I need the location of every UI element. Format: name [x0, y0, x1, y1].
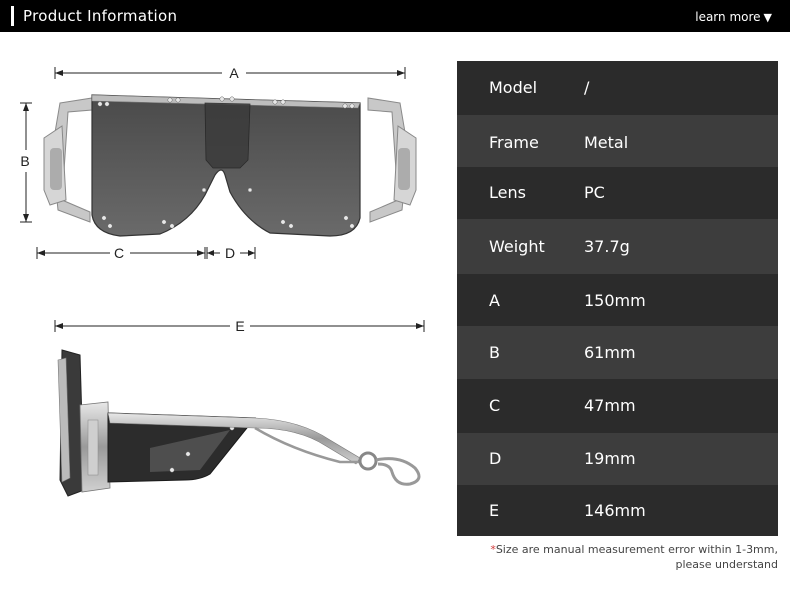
measurement-note: *Size are manual measurement error withi…: [470, 542, 778, 572]
sunglasses-side-view: [57, 349, 421, 497]
dimension-a: A: [54, 65, 406, 81]
spec-row-b: B 61mm: [457, 326, 778, 379]
spec-row-frame: Frame Metal: [457, 115, 778, 167]
dimension-b-label: B: [20, 153, 29, 169]
spec-label: E: [489, 501, 500, 520]
spec-value: PC: [584, 183, 605, 202]
spec-label: B: [489, 343, 500, 362]
spec-table: Model / Frame Metal Lens PC Weight 37.7g…: [457, 61, 778, 536]
spec-row-lens: Lens PC: [457, 167, 778, 219]
note-line-1: *Size are manual measurement error withi…: [470, 542, 778, 557]
dimension-a-label: A: [229, 65, 239, 81]
dimension-d-label: D: [225, 245, 235, 261]
spec-label: A: [489, 291, 500, 310]
spec-row-model: Model /: [457, 61, 778, 115]
spec-value: 47mm: [584, 396, 636, 415]
spec-row-a: A 150mm: [457, 274, 778, 326]
dimension-d: D: [206, 245, 256, 261]
triangle-down-icon: ▼: [763, 11, 772, 24]
note-text-1: Size are manual measurement error within…: [495, 543, 778, 556]
spec-value: 61mm: [584, 343, 636, 362]
spec-value: 19mm: [584, 449, 636, 468]
spec-row-e: E 146mm: [457, 485, 778, 536]
spec-value: 37.7g: [584, 237, 630, 256]
dimension-c: C: [36, 245, 206, 261]
spec-label: Lens: [489, 183, 526, 202]
learn-more-link[interactable]: learn more▼: [695, 9, 772, 26]
spec-label: C: [489, 396, 501, 415]
spec-row-c: C 47mm: [457, 379, 778, 433]
header-bar: Product Information learn more▼: [0, 0, 790, 32]
page-title: Product Information: [23, 7, 178, 25]
spec-value: 150mm: [584, 291, 646, 310]
spec-label: Weight: [489, 237, 545, 256]
learn-more-label: learn more: [695, 10, 761, 24]
spec-row-d: D 19mm: [457, 433, 778, 485]
note-line-2: please understand: [675, 558, 779, 571]
dimension-e-label: E: [235, 318, 244, 334]
dimension-c-label: C: [114, 245, 124, 261]
spec-row-weight: Weight 37.7g: [457, 219, 778, 274]
dimension-b: B: [20, 102, 32, 223]
sunglasses-front-view: [43, 94, 417, 237]
spec-value: Metal: [584, 133, 629, 152]
product-diagram: A B C D E: [20, 65, 425, 497]
spec-label: Frame: [489, 133, 539, 152]
spec-label: Model: [489, 78, 538, 97]
spec-value: /: [584, 78, 590, 97]
spec-value: 146mm: [584, 501, 646, 520]
dimension-e: E: [54, 318, 425, 334]
header-accent: [11, 6, 14, 26]
note-asterisk: *: [490, 543, 496, 556]
spec-label: D: [489, 449, 502, 468]
